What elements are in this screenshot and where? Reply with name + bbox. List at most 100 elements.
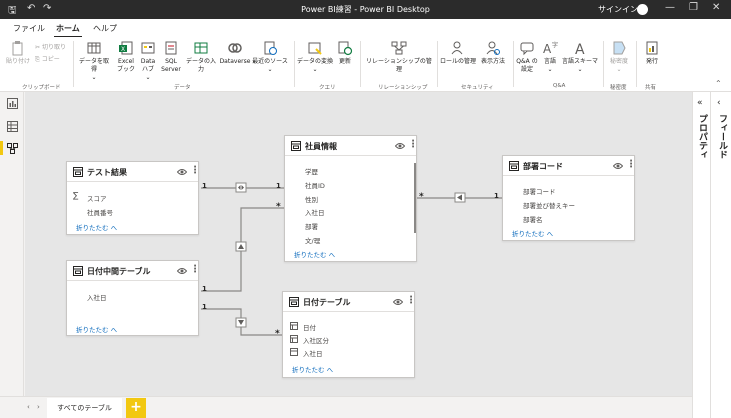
eye-icon[interactable] (613, 162, 623, 170)
excel-button[interactable]: X Excel ブック (115, 40, 137, 74)
eye-icon[interactable] (395, 142, 405, 150)
maximize-button[interactable]: ❐ (689, 2, 698, 13)
minimize-button[interactable]: — (665, 2, 675, 13)
collapse-ribbon-icon[interactable]: ⌃ (715, 79, 722, 88)
properties-pane[interactable]: « プロパティ (692, 92, 710, 418)
field-item[interactable]: 部署 (305, 223, 318, 231)
table-card-header[interactable]: 社員情報 ⋮ (285, 136, 418, 156)
more-options-icon[interactable]: ⋮ (406, 295, 416, 306)
table-card-header[interactable]: 部署コード ⋮ (503, 156, 636, 176)
get-data-button[interactable]: データを取得⌄ (77, 40, 111, 82)
field-item[interactable]: 社員ID (305, 182, 325, 190)
collapse-link[interactable]: 折りたたむ へ (76, 326, 118, 334)
field-item[interactable]: 文/理 (305, 237, 321, 245)
more-options-icon[interactable]: ⋮ (190, 264, 200, 275)
paste-button[interactable]: 貼り付け (4, 40, 32, 66)
field-item[interactable]: 入社日 (305, 209, 325, 217)
copy-button[interactable]: ⎘ コピー (35, 56, 60, 63)
add-layout-button[interactable]: + (126, 398, 146, 418)
report-view-icon[interactable] (7, 98, 18, 109)
scrollbar[interactable] (414, 163, 416, 233)
fields-pane[interactable]: ‹ フィールド (710, 92, 731, 418)
scroll-left-icon[interactable]: ‹ (27, 403, 30, 411)
field-item[interactable]: 日付 (303, 324, 316, 332)
table-card-dept-code[interactable]: 部署コード ⋮ 部署コード 部署並び替えキー 部署名 折りたたむ へ (502, 155, 636, 241)
close-button[interactable]: ✕ (712, 2, 721, 13)
data-hub-button[interactable]: Data ハブ⌄ (139, 40, 157, 82)
group-label-relationships: リレーションシップ (378, 85, 428, 91)
signin-button[interactable]: サインイン (598, 5, 638, 14)
calendar-icon (290, 348, 298, 356)
linguistic-schema-icon: A (575, 42, 585, 56)
tab-file[interactable]: ファイル (13, 24, 45, 33)
dataverse-button[interactable]: Dataverse (219, 40, 251, 66)
group-separator (513, 41, 514, 87)
refresh-button[interactable]: 更新 (335, 40, 355, 66)
expand-pane-icon[interactable]: « (697, 98, 703, 108)
collapse-link[interactable]: 折りたたむ へ (292, 366, 334, 374)
qa-setup-button[interactable]: Q&A の設定 (516, 40, 538, 74)
sql-server-button[interactable]: SQL Server (160, 40, 182, 74)
more-options-icon[interactable]: ⋮ (190, 165, 200, 176)
table-card-employee[interactable]: 社員情報 ⋮ 学歴 社員ID 性別 入社日 部署 文/理 折りたたむ へ (284, 135, 418, 262)
eye-icon[interactable] (393, 298, 403, 306)
model-canvas[interactable]: 1 1 1 * 1 * * 1 テスト結果 ⋮ ∑ スコア 社員番号 折りたたむ… (25, 92, 692, 396)
collapse-pane-icon[interactable]: ‹ (717, 98, 721, 108)
field-item[interactable]: 部署並び替えキー (523, 202, 575, 210)
excel-icon: X (119, 41, 133, 55)
sensitivity-button[interactable]: 秘密度⌄ (606, 40, 632, 74)
enter-data-button[interactable]: データの入力 (184, 40, 218, 74)
avatar[interactable] (637, 4, 648, 15)
data-view-icon[interactable] (7, 121, 18, 132)
more-options-icon[interactable]: ⋮ (408, 139, 418, 150)
tab-home[interactable]: ホーム (54, 24, 82, 38)
scissors-icon: ✂ (35, 44, 42, 51)
table-card-header[interactable]: テスト結果 ⋮ (67, 162, 200, 182)
table-name: 日付テーブル (303, 298, 351, 307)
manage-relationships-button[interactable]: リレーションシップの管理 (364, 40, 434, 74)
collapse-link[interactable]: 折りたたむ へ (512, 230, 554, 238)
field-item[interactable]: スコア (87, 195, 107, 203)
redo-icon[interactable]: ↷ (43, 3, 52, 14)
more-options-icon[interactable]: ⋮ (626, 159, 636, 170)
field-item[interactable]: 入社区分 (303, 337, 329, 345)
collapse-link[interactable]: 折りたたむ へ (76, 224, 118, 232)
fields-pane-label[interactable]: フィールド (717, 114, 727, 159)
eye-icon[interactable] (177, 168, 187, 176)
field-item[interactable]: 学歴 (305, 168, 318, 176)
table-card-test-results[interactable]: テスト結果 ⋮ ∑ スコア 社員番号 折りたたむ へ (66, 161, 200, 235)
field-item[interactable]: 性別 (305, 196, 318, 204)
model-view-icon[interactable] (7, 143, 18, 154)
transform-data-button[interactable]: データの変換⌄ (297, 40, 333, 74)
view-as-button[interactable]: 表示方法 (478, 40, 508, 66)
tab-help[interactable]: ヘルプ (93, 24, 117, 33)
undo-icon[interactable]: ↶ (27, 3, 36, 14)
linguistic-schema-button[interactable]: A 言語スキーマ⌄ (561, 42, 598, 73)
save-icon[interactable]: 🖫 (8, 5, 17, 16)
qa-icon (520, 42, 534, 56)
table-card-date-middle[interactable]: 日付中間テーブル ⋮ 入社日 折りたたむ へ (66, 260, 200, 336)
field-item[interactable]: 入社日 (303, 350, 323, 358)
view-as-icon (486, 41, 500, 55)
arrow-icon (457, 194, 462, 201)
table-name: 部署コード (523, 162, 563, 171)
recent-sources-button[interactable]: 最近のソース⌄ (252, 40, 288, 74)
collapse-link[interactable]: 折りたたむ へ (294, 251, 336, 259)
table-card-header[interactable]: 日付中間テーブル ⋮ (67, 261, 200, 281)
manage-roles-button[interactable]: ロールの管理 (440, 40, 476, 66)
field-item[interactable]: 部署コード (523, 188, 556, 196)
properties-pane-label[interactable]: プロパティ (697, 114, 707, 159)
table-card-header[interactable]: 日付テーブル ⋮ (283, 292, 416, 312)
cross-filter-both-icon[interactable] (235, 182, 247, 193)
cut-button[interactable]: ✂ 切り取り (35, 44, 66, 51)
eye-icon[interactable] (177, 267, 187, 275)
table-card-date-table[interactable]: 日付テーブル ⋮ 日付 入社区分 入社日 折りたたむ へ (282, 291, 416, 378)
publish-button[interactable]: 発行 (640, 40, 664, 66)
field-item[interactable]: 社員番号 (87, 209, 113, 217)
scroll-right-icon[interactable]: › (37, 403, 40, 411)
tab-all-tables[interactable]: すべてのテーブル (47, 398, 122, 418)
field-item[interactable]: 入社日 (87, 294, 107, 302)
field-item[interactable]: 部署名 (523, 216, 543, 224)
arrow-icon (238, 320, 244, 325)
